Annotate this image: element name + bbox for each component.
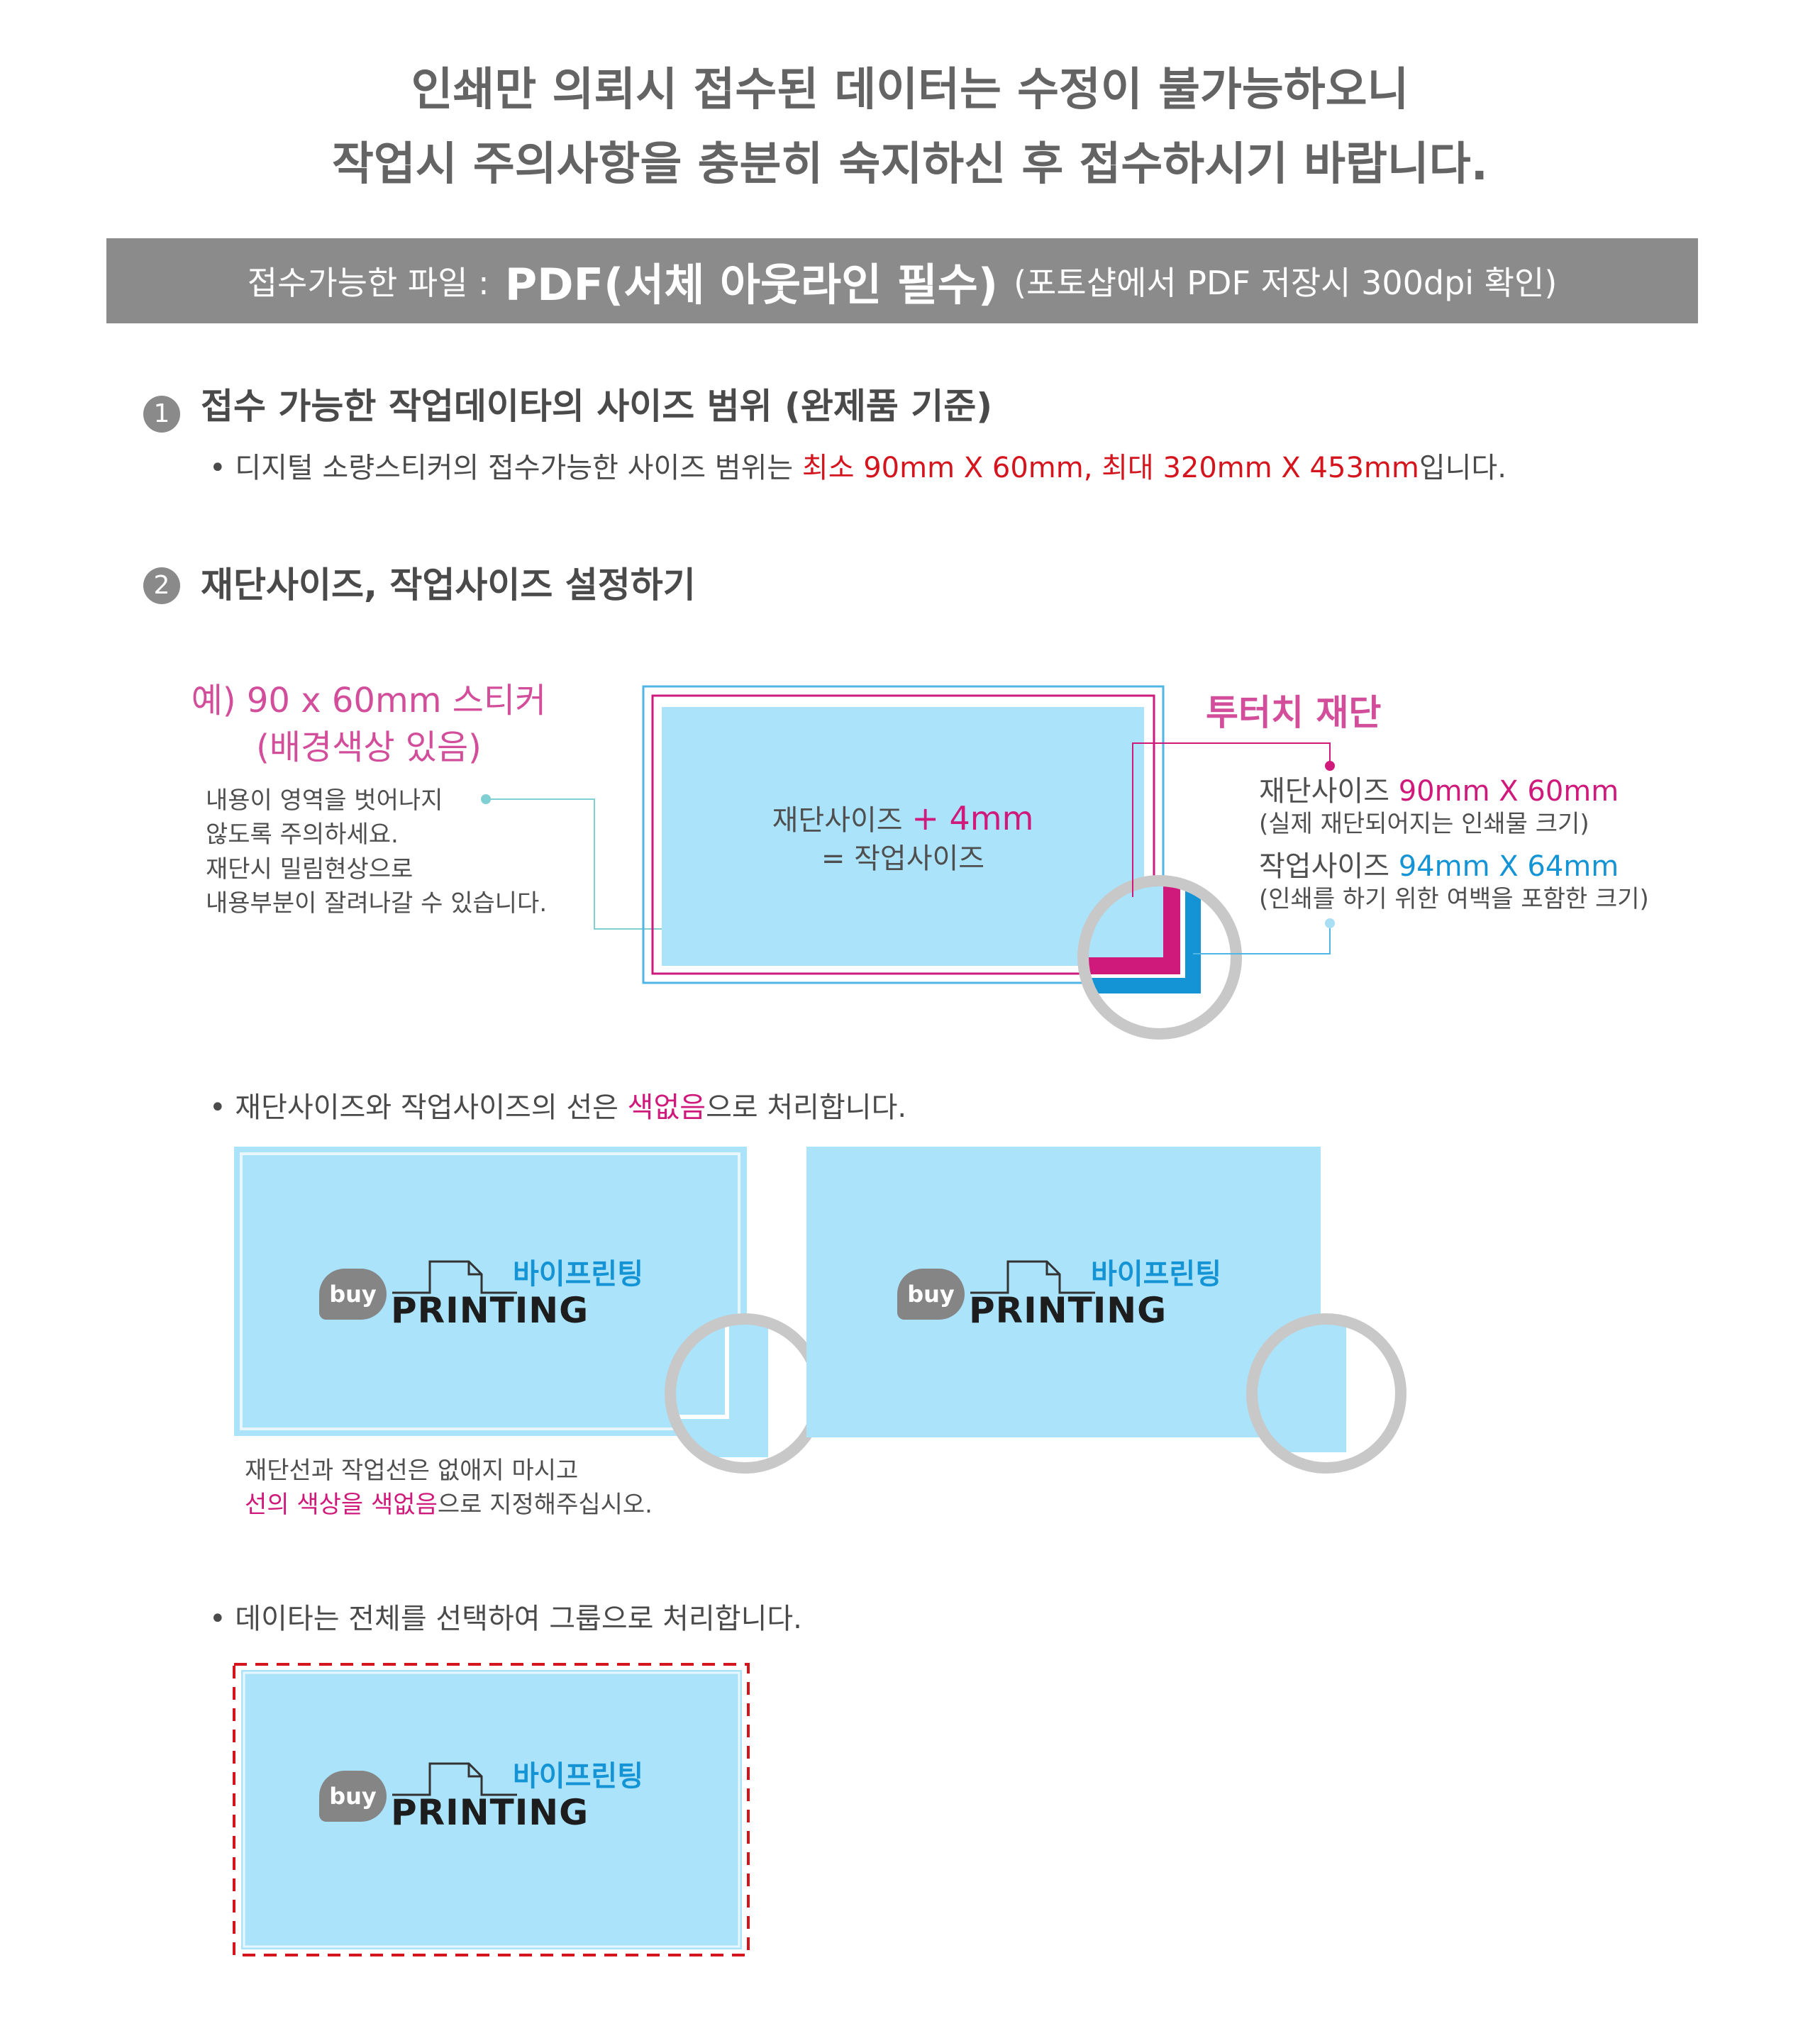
card-center-text: 재단사이즈 + 4mm = 작업사이즈 <box>662 798 1144 877</box>
section-1-bullet-suffix: 입니다. <box>1419 452 1507 484</box>
card-center-plus: + 4mm <box>911 799 1034 837</box>
example-card <box>662 707 1144 966</box>
work-leader-line <box>1193 923 1331 954</box>
file-format-banner: 접수가능한 파일 : PDF(서체 아웃라인 필수) (포토샵에서 PDF 저장… <box>106 238 1698 323</box>
group-selection-dashed-border <box>233 1663 750 1956</box>
line-color-note-2: 선의 색상을 색없음으로 지정해주십시오. <box>245 1488 653 1522</box>
section-1-bullet-prefix: • 디지털 소량스티커의 접수가능한 사이즈 범위는 <box>209 452 802 484</box>
logo-buy-badge: buy <box>319 1269 387 1320</box>
line-color-note-1: 재단선과 작업선은 없애지 마시고 <box>245 1457 579 1485</box>
example-note-line-4: 내용부분이 잘려나갈 수 있습니다. <box>206 889 548 918</box>
card-center-eq: = 작업사이즈 <box>821 842 985 875</box>
cut-size-info: 재단사이즈 90mm X 60mm (실제 재단되어지는 인쇄물 크기) <box>1259 774 1619 840</box>
work-size-value: 94mm X 64mm <box>1398 850 1619 883</box>
example-note: 내용이 영역을 벗어나지 않도록 주의하세요. 재단시 밀림현상으로 내용부분이… <box>206 784 547 920</box>
cut-leader-dot <box>1325 761 1335 771</box>
banner-note: (포토샵에서 PDF 저장시 300dpi 확인) <box>1014 264 1558 302</box>
corner-zoom-ring <box>1077 875 1242 1040</box>
logo-korean: 바이프린팅 <box>1091 1258 1221 1291</box>
section-2-number: 2 <box>143 567 180 604</box>
note-leader-line <box>486 798 684 930</box>
logo-english: PRINTING <box>969 1290 1167 1331</box>
logo-wordmark: 바이프린팅 PRINTING <box>391 1761 650 1832</box>
logo-document-icon <box>970 1260 1095 1294</box>
bullet-2-highlight: 색없음 <box>627 1091 706 1124</box>
bullet-2-prefix: • 재단사이즈와 작업사이즈의 선은 <box>209 1091 628 1124</box>
work-size-note: (인쇄를 하기 위한 여백을 포함한 크기) <box>1259 885 1649 913</box>
work-leader-dot <box>1325 918 1335 928</box>
example-title: 예) 90 x 60mm 스티커 (배경색상 있음) <box>135 677 603 771</box>
work-size-label: 작업사이즈 <box>1259 850 1389 883</box>
example-note-line-3: 재단시 밀림현상으로 <box>206 854 414 884</box>
cut-size-value: 90mm X 60mm <box>1398 775 1619 808</box>
card-b-zoom-ring <box>1246 1313 1406 1474</box>
cut-size-label: 재단사이즈 <box>1259 775 1389 808</box>
header-line-1: 인쇄만 의뢰시 접수된 데이터는 수정이 불가능하오니 <box>411 64 1409 116</box>
section-1-number: 1 <box>143 396 180 433</box>
work-size-line <box>642 685 1165 984</box>
logo-card-a: buy 바이프린팅 PRINTING <box>319 1259 650 1330</box>
bullet-2: • 재단사이즈와 작업사이즈의 선은 색없음으로 처리합니다. <box>209 1093 906 1122</box>
note-leader-dot <box>481 794 491 804</box>
logo-card-c: buy 바이프린팅 PRINTING <box>319 1761 650 1832</box>
line-color-note: 재단선과 작업선은 없애지 마시고 선의 색상을 색없음으로 지정해주십시오. <box>245 1454 653 1522</box>
section-1-bullet: • 디지털 소량스티커의 접수가능한 사이즈 범위는 최소 90mm X 60m… <box>209 454 1507 482</box>
section-1-bullet-highlight: 최소 90mm X 60mm, 최대 320mm X 453mm <box>801 452 1419 484</box>
card-center-left: 재단사이즈 <box>772 804 903 837</box>
logo-korean: 바이프린팅 <box>513 1760 643 1793</box>
cut-leader-line <box>1132 742 1331 897</box>
cut-size-note: (실제 재단되어지는 인쇄물 크기) <box>1259 810 1589 838</box>
two-touch-title: 투터치 재단 <box>1206 692 1382 733</box>
card-c-inner-line <box>243 1671 740 1948</box>
banner-label: 접수가능한 파일 : <box>247 264 489 302</box>
line-color-note-suffix: 으로 지정해주십시오. <box>437 1491 653 1520</box>
line-color-note-highlight: 선의 색상을 색없음 <box>245 1491 438 1520</box>
bullet-3: • 데이타는 전체를 선택하여 그룹으로 처리합니다. <box>209 1603 802 1635</box>
example-note-line-1: 내용이 영역을 벗어나지 <box>206 786 443 815</box>
logo-korean: 바이프린팅 <box>513 1258 643 1291</box>
section-2-title: 재단사이즈, 작업사이즈 설정하기 <box>201 564 696 606</box>
logo-wordmark: 바이프린팅 PRINTING <box>969 1259 1228 1330</box>
work-size-info: 작업사이즈 94mm X 64mm (인쇄를 하기 위한 여백을 포함한 크기) <box>1259 850 1649 915</box>
banner-main: PDF(서체 아웃라인 필수) <box>504 259 999 311</box>
bullet-2-suffix: 으로 처리합니다. <box>706 1091 907 1124</box>
logo-document-icon <box>392 1762 517 1796</box>
example-title-line-2: (배경색상 있음) <box>256 728 482 768</box>
logo-document-icon <box>392 1260 517 1294</box>
section-1-title: 접수 가능한 작업데이타의 사이즈 범위 (완제품 기준) <box>201 386 993 427</box>
logo-wordmark: 바이프린팅 PRINTING <box>391 1259 650 1330</box>
logo-buy-badge: buy <box>319 1771 387 1822</box>
example-title-line-1: 예) 90 x 60mm 스티커 <box>191 681 547 720</box>
logo-card-b: buy 바이프린팅 PRINTING <box>897 1259 1228 1330</box>
logo-buy-badge: buy <box>897 1269 965 1320</box>
header-line-2: 작업시 주의사항을 충분히 숙지하신 후 접수하시기 바랍니다. <box>332 138 1488 191</box>
cut-size-line <box>651 694 1155 975</box>
logo-english: PRINTING <box>391 1290 589 1331</box>
example-note-line-2: 않도록 주의하세요. <box>206 820 399 850</box>
logo-english: PRINTING <box>391 1792 589 1833</box>
card-a-inner-line <box>240 1152 740 1430</box>
